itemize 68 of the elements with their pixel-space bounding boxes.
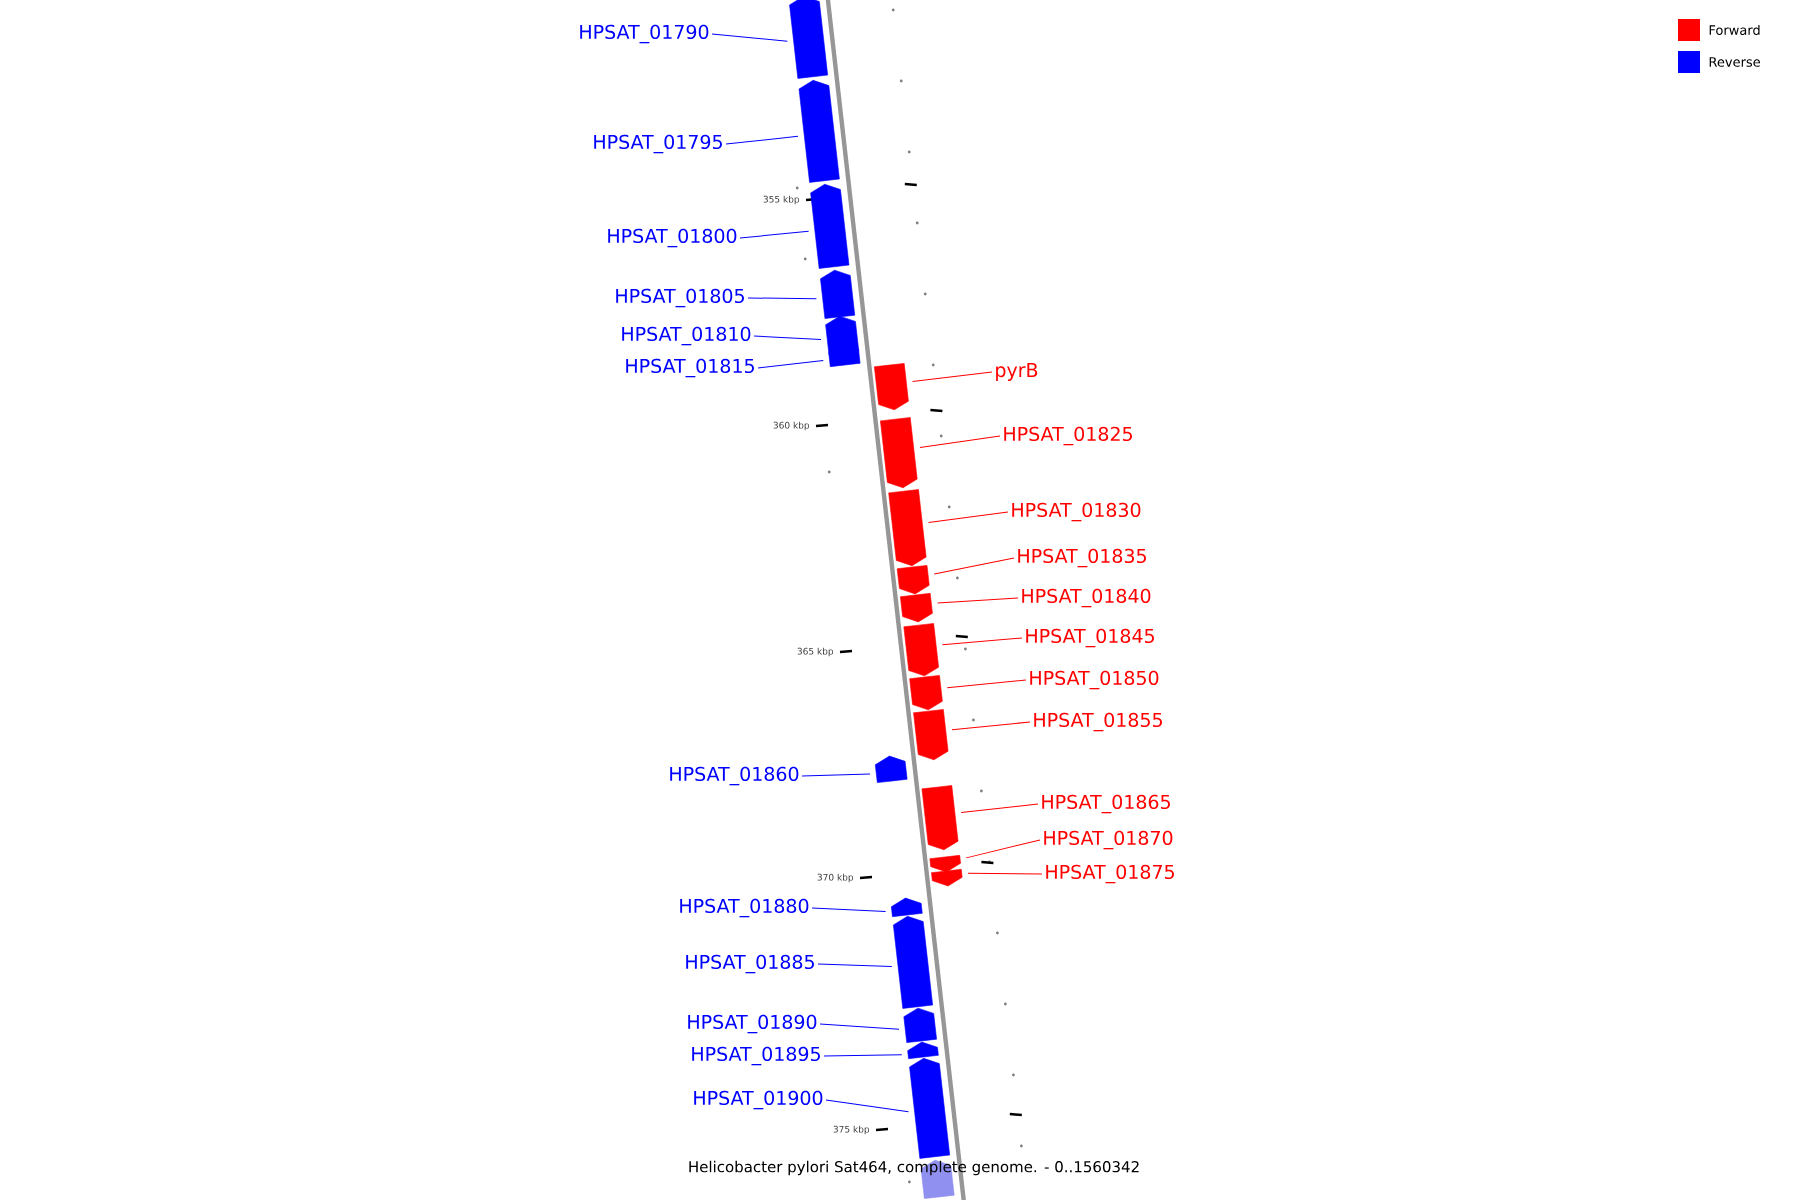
leader-line [739,230,810,239]
gene-label: HPSAT_01795 [594,134,722,154]
leader-line [747,297,817,300]
gene-bar [888,489,927,567]
leader-line [811,907,887,912]
gene-label: HPSAT_01835 [1018,548,1146,568]
leader-line [941,637,1023,646]
gene-label: HPSAT_01815 [626,358,754,378]
gene-bar [828,343,861,367]
gene-label: HPSAT_01825 [1004,426,1132,446]
gene-label: pyrB [996,363,1038,381]
gene-bar [896,565,930,595]
leader-line [819,1023,900,1030]
leader-line [753,335,822,340]
gene-bar [875,755,908,783]
leader-line [757,359,824,369]
gene-label: HPSAT_01890 [688,1014,817,1034]
gene-bar [921,785,959,851]
gene-label: HPSAT_01850 [1030,670,1159,690]
leader-line [951,721,1031,731]
gene-bar [909,1058,950,1159]
gene-label: HPSAT_01865 [1042,794,1170,814]
leader-line [817,963,893,967]
gene-label: HPSAT_01790 [580,24,709,44]
gene-bar [907,1041,939,1059]
gene-bar [891,897,923,917]
leader-line [711,33,788,42]
gene-label: HPSAT_01830 [1012,502,1141,522]
gene-bar [893,916,933,1009]
gene-bar [789,0,828,79]
leader-line [801,773,871,777]
leader-line [960,803,1039,814]
leader-line [919,435,1001,448]
gene-label: HPSAT_01875 [1046,864,1174,884]
leader-line [725,135,799,145]
gene-label: HPSAT_01885 [686,954,814,974]
gene-bar [903,1007,937,1043]
gene-label: HPSAT_01895 [692,1046,820,1066]
leader-line [967,872,1043,875]
gene-bar [820,269,856,319]
leader-line [965,839,1041,859]
gene-bar [874,363,909,411]
gene-label: HPSAT_01845 [1026,628,1154,648]
gene-bar [900,593,933,623]
gene-label: HPSAT_01860 [670,766,799,786]
leader-line [823,1054,903,1057]
gene-label: HPSAT_01800 [608,228,737,248]
leader-line [928,511,1009,523]
leader-line [937,597,1019,604]
gene-label: HPSAT_01805 [616,288,744,308]
leader-line [825,1099,909,1113]
gene-bar [903,623,939,677]
gene-bar [880,417,918,489]
gene-bar [909,675,943,711]
gene-bar [913,709,949,761]
gene-label: HPSAT_01870 [1044,830,1173,850]
gene-bar [931,869,963,887]
gene-bar [810,184,850,269]
leader-line [933,557,1015,575]
gene-bar [929,855,961,873]
gene-label: HPSAT_01880 [680,898,809,918]
gene-label: HPSAT_01855 [1034,712,1162,732]
leader-line [946,679,1027,689]
gene-label: HPSAT_01900 [694,1090,823,1110]
gene-label: HPSAT_01810 [622,326,751,346]
gene-bar [798,80,840,183]
gene-label: HPSAT_01840 [1022,588,1151,608]
leader-line [912,371,993,383]
